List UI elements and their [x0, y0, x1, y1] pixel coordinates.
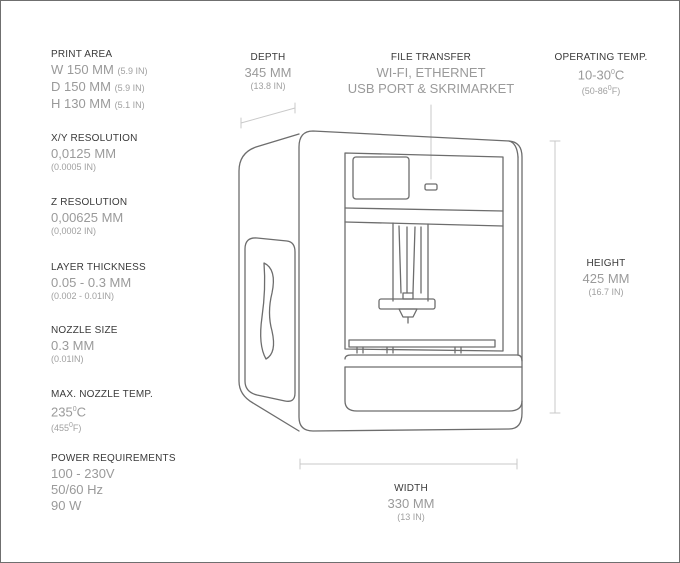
height-value: 425 MM [582, 271, 630, 286]
operating-temp-spec: OPERATING TEMP. 10-300C (50-860F) [551, 51, 651, 97]
layer-thickness-value: 0.05 - 0.3 MM [51, 275, 132, 290]
touch-screen [352, 156, 410, 200]
max-nozzle-temp-value: 2350C [51, 404, 86, 420]
handle-grip [260, 262, 275, 360]
width-label: WIDTH [394, 483, 428, 494]
layer-thickness-inches: (0.002 - 0.01IN) [51, 291, 115, 301]
depth-label: DEPTH [250, 52, 286, 63]
print-area-spec: PRINT AREA W 150 MM (5.9 IN) D 150 MM (5… [51, 48, 147, 113]
power-frequency: 50/60 Hz [51, 482, 104, 497]
build-chamber-opening [344, 152, 504, 352]
xy-resolution-spec: X/Y RESOLUTION 0,0125 MM (0.0005 IN) [51, 132, 138, 173]
max-nozzle-temp-fahrenheit: (4550F) [51, 422, 82, 434]
front-frame [298, 130, 523, 432]
file-transfer-line-2: USB PORT & SKRIMARKET [347, 81, 515, 96]
nozzle-size-spec: NOZZLE SIZE 0.3 MM (0.01IN) [51, 324, 118, 365]
file-transfer-label: FILE TRANSFER [390, 52, 472, 63]
max-nozzle-temp-spec: MAX. NOZZLE TEMP. 2350C (4550F) [51, 388, 153, 434]
print-area-height-in: (5.1 IN) [114, 100, 145, 110]
print-area-values: W 150 MM (5.9 IN) D 150 MM (5.9 IN) H 13… [51, 62, 147, 113]
height-inches: (16.7 IN) [588, 287, 624, 297]
depth-spec: DEPTH 345 MM (13.8 IN) [218, 51, 318, 92]
operating-temp-value: 10-300C [577, 67, 625, 83]
width-value: 330 MM [387, 496, 435, 511]
depth-dimension-line [240, 107, 296, 124]
power-requirements-values: 100 - 230V 50/60 Hz 90 W [51, 466, 176, 514]
layer-thickness-label: LAYER THICKNESS [51, 262, 146, 273]
z-resolution-value: 0,00625 MM [51, 210, 124, 225]
height-label: HEIGHT [586, 258, 626, 269]
power-requirements-spec: POWER REQUIREMENTS 100 - 230V 50/60 Hz 9… [51, 452, 176, 514]
width-spec: WIDTH 330 MM (13 IN) [361, 482, 461, 523]
xy-resolution-inches: (0.0005 IN) [51, 162, 97, 172]
gantry-bar [344, 207, 504, 212]
power-requirements-label: POWER REQUIREMENTS [51, 453, 176, 464]
xy-resolution-value: 0,0125 MM [51, 146, 117, 161]
dimension-lines [240, 102, 561, 470]
file-transfer-spec: FILE TRANSFER WI-FI, ETHERNET USB PORT &… [331, 51, 531, 97]
operating-temp-fahrenheit: (50-860F) [581, 85, 621, 97]
print-area-label: PRINT AREA [51, 49, 113, 60]
power-wattage: 90 W [51, 498, 82, 513]
nozzle-size-label: NOZZLE SIZE [51, 325, 118, 336]
power-voltage: 100 - 230V [51, 466, 115, 481]
print-area-height: H 130 MM [51, 96, 111, 111]
max-nozzle-temp-label: MAX. NOZZLE TEMP. [51, 389, 153, 400]
print-area-depth: D 150 MM [51, 79, 111, 94]
build-plate [348, 339, 496, 348]
lower-tray [344, 354, 523, 362]
nozzle [398, 308, 418, 318]
print-head [378, 298, 436, 310]
operating-temp-label: OPERATING TEMP. [554, 52, 648, 63]
z-resolution-label: Z RESOLUTION [51, 197, 128, 208]
z-resolution-spec: Z RESOLUTION 0,00625 MM (0,0002 IN) [51, 196, 127, 237]
nozzle-size-inches: (0.01IN) [51, 354, 84, 364]
side-panel [238, 133, 300, 432]
layer-thickness-spec: LAYER THICKNESS 0.05 - 0.3 MM (0.002 - 0… [51, 261, 146, 302]
depth-value: 345 MM [244, 65, 292, 80]
print-area-width-in: (5.9 IN) [117, 66, 148, 76]
width-inches: (13 IN) [397, 512, 425, 522]
z-resolution-inches: (0,0002 IN) [51, 226, 97, 236]
xy-resolution-label: X/Y RESOLUTION [51, 133, 138, 144]
file-transfer-line-1: WI-FI, ETHERNET [376, 65, 486, 80]
depth-inches: (13.8 IN) [250, 81, 286, 91]
print-area-depth-in: (5.9 IN) [114, 83, 145, 93]
height-spec: HEIGHT 425 MM (16.7 IN) [566, 257, 646, 298]
print-area-width: W 150 MM [51, 62, 114, 77]
side-handle-recess [244, 237, 296, 402]
usb-port [424, 183, 438, 191]
nozzle-size-value: 0.3 MM [51, 338, 95, 353]
